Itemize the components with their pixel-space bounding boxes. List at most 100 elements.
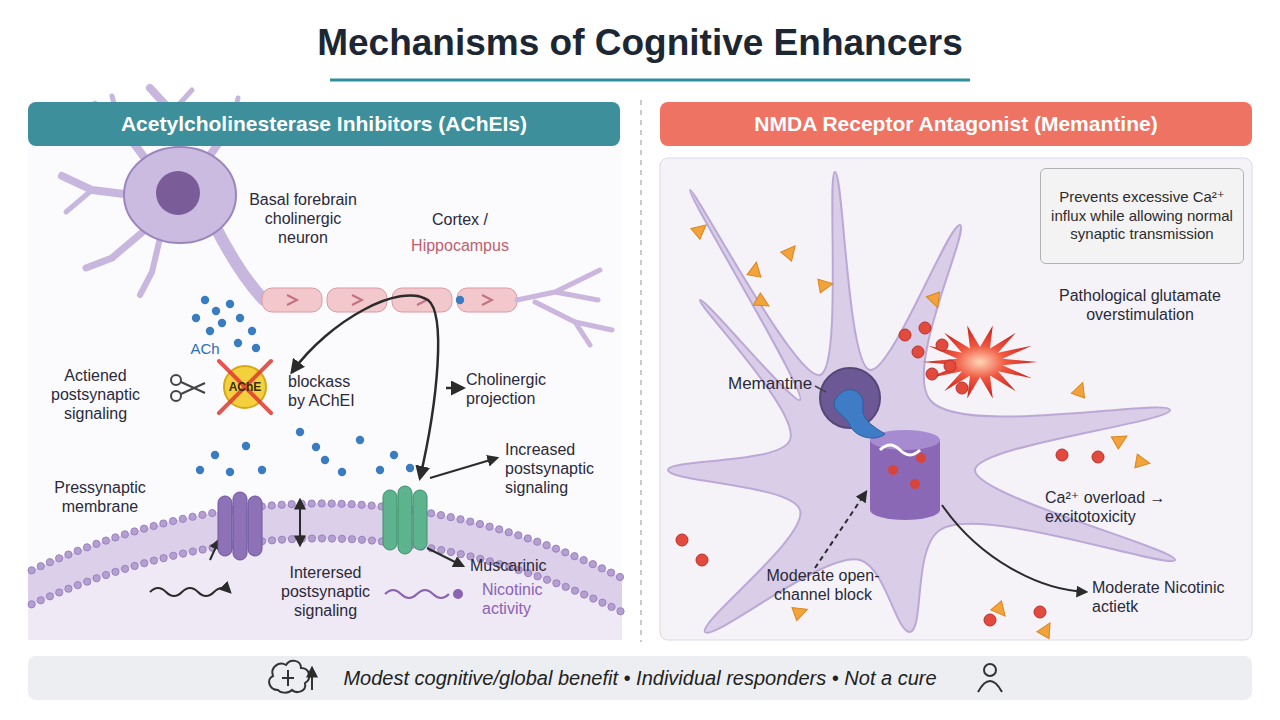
lipid-head [447, 514, 454, 521]
lipid-head [515, 532, 522, 539]
arrows [446, 387, 463, 390]
lipid-head [150, 522, 157, 529]
memantine-molecule [834, 390, 885, 438]
header-text: Acetylcholinesterase Inhibitors (AChEIs) [121, 112, 527, 136]
lipid-head [543, 576, 550, 583]
lipid-head [288, 501, 295, 508]
scissors-icon [181, 382, 205, 393]
lipid-head [179, 550, 186, 557]
ach-molecule [236, 314, 244, 322]
lipid-head [199, 511, 206, 518]
lipid-head [83, 544, 90, 551]
lipid-head [348, 501, 355, 508]
lipid-head [338, 500, 345, 507]
calcium-ion [899, 329, 911, 341]
calcium-ions [676, 322, 1104, 626]
lipid-head [308, 500, 315, 507]
lipid-head [467, 518, 474, 525]
lipid-head [608, 603, 615, 610]
ach-molecule [252, 344, 260, 352]
lipid-head [84, 578, 91, 585]
neuron-soma [124, 147, 236, 243]
glutamate-molecule [1135, 454, 1151, 470]
lipid-head [102, 537, 109, 544]
purple-receptor [248, 496, 262, 556]
lipid-head [199, 546, 206, 553]
nicotinic-signal [385, 590, 449, 598]
callout-label: Cholinergic projection [466, 370, 566, 408]
glutamate-molecule [1111, 430, 1130, 449]
ach-molecule [218, 319, 226, 327]
lipid-head [170, 552, 177, 559]
lipid-head [278, 501, 285, 508]
axon [457, 288, 517, 312]
lipid-head [112, 534, 119, 541]
left-panel [28, 100, 622, 640]
ach-molecule [296, 428, 304, 436]
lipid-head [598, 565, 605, 572]
nmda-receptor [870, 500, 940, 520]
calcium-ion [696, 554, 708, 566]
brain-icon [282, 670, 294, 686]
glutamate-molecule [747, 261, 763, 277]
green-receptor [413, 490, 427, 550]
callout-label: Pathological glutamate overstimulation [1040, 286, 1240, 324]
overstimulation-burst [923, 325, 1038, 398]
note-box: Prevents excessive Ca²⁺ influx while all… [1040, 168, 1244, 264]
lipid-head [268, 537, 275, 544]
left-panel [28, 100, 622, 640]
calcium-ion [676, 534, 688, 546]
axon [517, 270, 612, 345]
dendrites [86, 230, 145, 268]
lipid-head [589, 561, 596, 568]
calcium-ion [936, 339, 948, 351]
green-receptor [383, 490, 397, 550]
arrows [427, 548, 463, 566]
lipid-head [358, 501, 365, 508]
lipid-head [590, 595, 597, 602]
calcium-ion [912, 346, 924, 358]
glutamate-molecule [1071, 380, 1089, 398]
lipid-head [46, 593, 53, 600]
callout-label: Memantine [728, 374, 828, 394]
lipid-head [534, 538, 541, 545]
dendrites [215, 226, 264, 300]
calcium-ion [956, 382, 968, 394]
lipid-head [457, 551, 464, 558]
calcium-ion [919, 322, 931, 334]
ach-molecule [211, 451, 219, 459]
lipid-head [562, 549, 569, 556]
note-text: Prevents excessive Ca²⁺ influx while all… [1047, 188, 1237, 244]
scissors-icon [171, 391, 181, 401]
lipid-head [65, 551, 72, 558]
lipid-head [552, 545, 559, 552]
right-arrows [815, 492, 866, 568]
panel-header: NMDA Receptor Antagonist (Memantine) [660, 102, 1252, 146]
lipid-head [189, 513, 196, 520]
purple-receptor [218, 492, 262, 560]
glutamate-molecule [691, 219, 711, 239]
glutamate-molecule [818, 277, 834, 293]
lipid-head [328, 535, 335, 542]
purple-receptor [233, 492, 247, 560]
ach-molecule [226, 300, 234, 308]
panel-header: Acetylcholinesterase Inhibitors (AChEIs) [28, 102, 620, 146]
arrows [430, 458, 497, 478]
membrane [28, 503, 622, 640]
summary-band: Modest cognitive/global benefit • Indivi… [28, 656, 1252, 700]
callout-label: Cortex / [400, 210, 520, 229]
callout-label: Hippocampus [400, 236, 520, 255]
callout-label: Increased postsynaptic signaling [505, 440, 615, 498]
lipid-head [553, 580, 560, 587]
lipid-head [438, 546, 445, 553]
callout-label: Interersed postsynaptic signaling [258, 563, 393, 621]
glutamate-molecule [926, 292, 944, 310]
lipid-head [46, 559, 53, 566]
right-panel [660, 158, 1252, 640]
lipid-head [65, 585, 72, 592]
lipid-head [121, 565, 128, 572]
lipid-head [328, 500, 335, 507]
lipid-head [28, 601, 35, 608]
lipid-head [74, 547, 81, 554]
